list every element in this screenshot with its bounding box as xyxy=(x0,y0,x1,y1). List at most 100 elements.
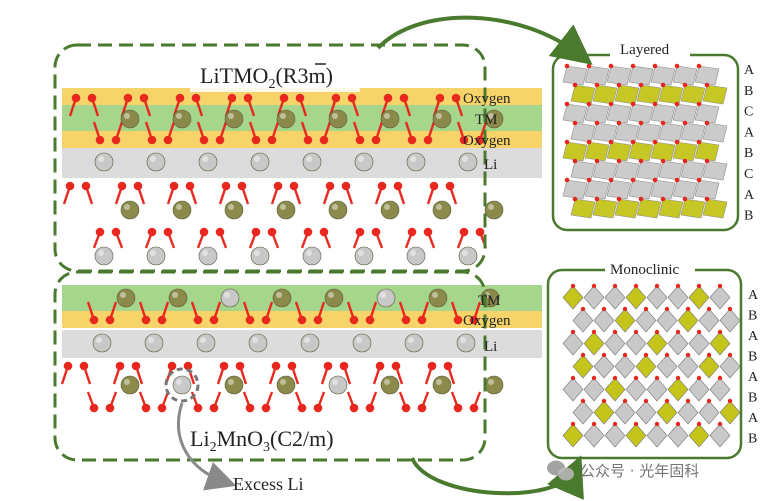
tm-octahedron xyxy=(562,285,584,310)
li-atom xyxy=(328,375,348,395)
oxygen-atom xyxy=(727,352,733,358)
li-octahedron xyxy=(698,400,720,425)
atom-highlight xyxy=(228,113,234,119)
oxygen-atom xyxy=(654,329,660,335)
oxygen-atom xyxy=(608,177,614,183)
li-octahedron xyxy=(672,103,698,124)
layer-label-tm: TM xyxy=(475,112,498,128)
oxygen-atom xyxy=(622,352,628,358)
atom-highlight xyxy=(124,379,130,385)
oxygen-atom xyxy=(131,361,141,371)
atom-highlight xyxy=(304,337,310,343)
oxygen-atom xyxy=(105,403,115,413)
oxygen-atom xyxy=(616,82,622,88)
atom-highlight xyxy=(254,156,260,162)
oxygen-atom xyxy=(630,63,636,69)
watermark: 公众号 · 光年固科 xyxy=(547,460,699,481)
li-octahedron xyxy=(667,285,689,310)
oxygen-atom xyxy=(243,93,253,103)
oxygen-atom xyxy=(377,181,387,191)
li-octahedron xyxy=(593,354,615,379)
li-octahedron xyxy=(635,308,657,333)
stacking-label: B xyxy=(748,391,757,406)
tm-atom xyxy=(432,109,452,129)
oxygen-atom xyxy=(199,135,209,145)
atom-highlight xyxy=(436,113,442,119)
oxygen-atom xyxy=(564,139,570,145)
oxygen-atom xyxy=(685,306,691,312)
oxygen-band-2 xyxy=(62,131,542,148)
formula-top: LiTMO2(R3m) xyxy=(200,63,333,92)
tm-octahedron xyxy=(583,331,605,356)
oxygen-atom xyxy=(319,135,329,145)
li-octahedron xyxy=(592,122,618,143)
tm-octahedron xyxy=(709,331,731,356)
li-octahedron xyxy=(570,122,596,143)
oxygen-atom xyxy=(105,315,115,325)
tm-octahedron xyxy=(614,84,640,105)
tm-octahedron xyxy=(694,141,720,162)
li-octahedron xyxy=(636,122,662,143)
li-atom xyxy=(172,375,192,395)
oxygen-atom xyxy=(682,120,688,126)
oxygen-atom xyxy=(141,315,151,325)
oxygen-atom xyxy=(696,375,702,381)
atom-highlight xyxy=(202,250,208,256)
li-octahedron xyxy=(628,65,654,86)
oxygen-atom xyxy=(209,403,219,413)
oxygen-atom xyxy=(638,158,644,164)
li-octahedron xyxy=(614,160,640,181)
oxygen-atom xyxy=(696,139,702,145)
oxygen-atom xyxy=(633,329,639,335)
oxygen-atom xyxy=(643,398,649,404)
oxygen-atom xyxy=(696,421,702,427)
tm-atom xyxy=(328,200,348,220)
tm-octahedron xyxy=(656,400,678,425)
oxygen-atom xyxy=(594,82,600,88)
oxygen-atom xyxy=(95,135,105,145)
wechat-icon xyxy=(547,460,574,481)
oxygen-atom xyxy=(591,283,597,289)
oxygen-atom xyxy=(215,227,225,237)
oxygen-atom xyxy=(453,315,463,325)
atom-highlight xyxy=(460,337,466,343)
li-octahedron xyxy=(688,331,710,356)
stacking-label: B xyxy=(744,209,753,224)
oxygen-atom xyxy=(704,82,710,88)
oxygen-atom xyxy=(586,177,592,183)
li-atom xyxy=(146,152,166,172)
li-octahedron xyxy=(667,331,689,356)
oxygen-atom xyxy=(245,315,255,325)
oxygen-atom xyxy=(616,158,622,164)
oxygen-atom xyxy=(453,403,463,413)
li-octahedron xyxy=(702,160,728,181)
oxygen-atom xyxy=(675,329,681,335)
atom-highlight xyxy=(96,337,102,343)
oxygen-atom xyxy=(371,227,381,237)
oxygen-atom xyxy=(417,403,427,413)
li-octahedron xyxy=(688,377,710,402)
atom-highlight xyxy=(488,113,494,119)
oxygen-atom xyxy=(570,375,576,381)
oxygen-atom xyxy=(371,135,381,145)
atom-highlight xyxy=(124,113,130,119)
oxygen-atom xyxy=(475,135,485,145)
tm-octahedron xyxy=(698,354,720,379)
atom-group xyxy=(63,288,504,413)
atom-highlight xyxy=(98,156,104,162)
li-octahedron xyxy=(646,377,668,402)
li-octahedron xyxy=(604,285,626,310)
li-octahedron xyxy=(584,179,610,200)
oxygen-atom xyxy=(696,329,702,335)
oxygen-atom xyxy=(601,306,607,312)
oxygen-atom xyxy=(612,375,618,381)
oxygen-atom xyxy=(339,361,349,371)
tm-atom xyxy=(484,375,504,395)
oxygen-atom xyxy=(417,315,427,325)
oxygen-atom xyxy=(279,93,289,103)
oxygen-atom xyxy=(331,93,341,103)
monoclinic-title-bg xyxy=(605,258,695,278)
oxygen-atom xyxy=(267,227,277,237)
oxygen-atom xyxy=(147,227,157,237)
oxygen-atom xyxy=(383,93,393,103)
